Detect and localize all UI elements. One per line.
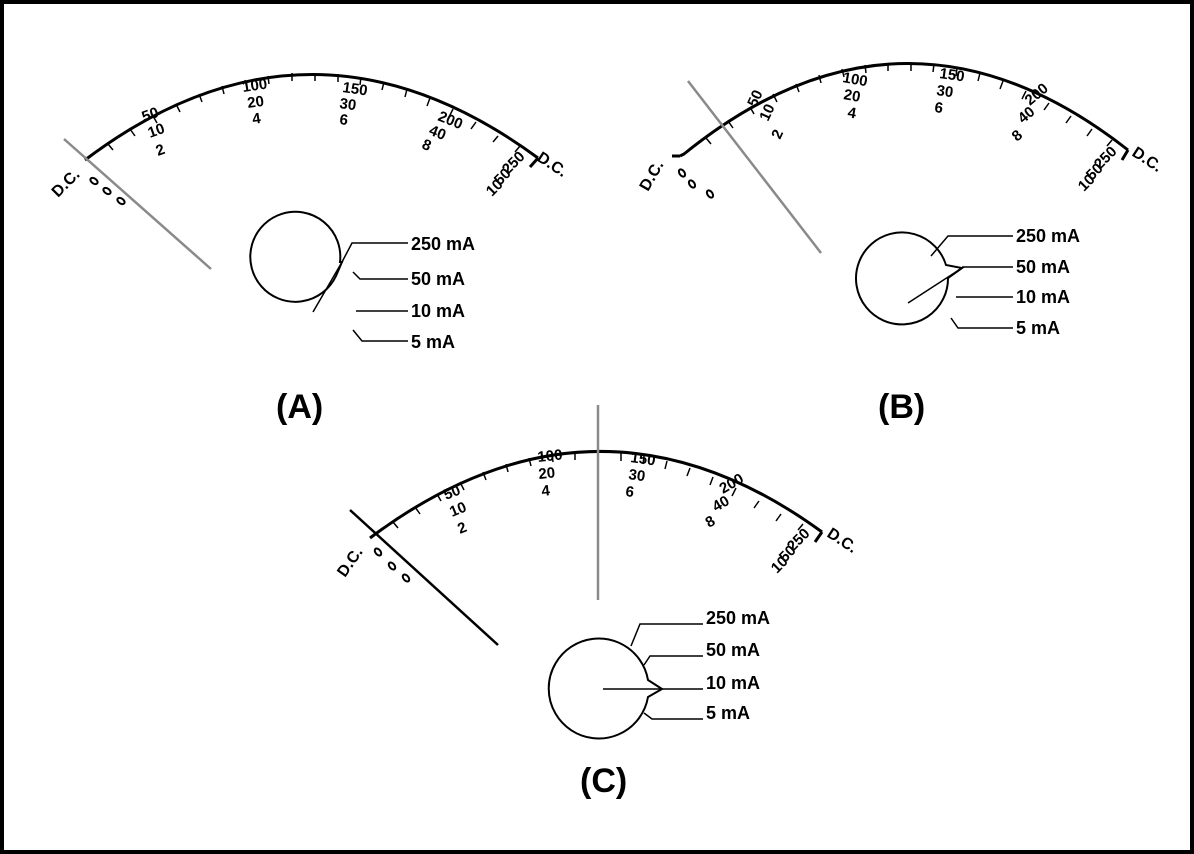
meter-c-scale-label: 10 (447, 499, 469, 521)
meter-b-ticks (705, 63, 1113, 147)
meter-a-scale-label: 100 (241, 76, 268, 96)
meter-a-scale-label: 6 (338, 111, 349, 129)
meter-a-range-label: 250 mA (411, 234, 475, 254)
meter-b-switch-indicator (907, 267, 963, 304)
meter-a-scale-label: 50 (140, 104, 161, 126)
meter-a-scale-label: 40 (427, 122, 449, 144)
meter-c-range-label: 250 mA (706, 608, 770, 628)
meter-a-range-label: 50 mA (411, 269, 465, 289)
meter-c-right-end (813, 531, 824, 543)
meter-c-scale-label: 150 (629, 449, 656, 469)
meter-b-right-end (1120, 149, 1130, 161)
meter-c-scale-label: 100 (537, 446, 564, 466)
meter-b-range-switch[interactable] (855, 231, 965, 326)
meter-a-range-label: 10 mA (411, 301, 465, 321)
meter-b-scale-label: 30 (935, 82, 954, 101)
meter-a-scale-label: 150 (341, 79, 368, 99)
meter-b-scale-label: 6 (933, 99, 944, 117)
meter-a-scale-arc (84, 73, 539, 162)
meter-c-scale-label: 50 (441, 482, 463, 504)
meter-a-scale-label: 4 (251, 110, 262, 128)
meter-a-scale-label: 30 (338, 95, 357, 114)
meter-b-scale-label: 10 (756, 101, 778, 123)
meter-c-scale-label: 40 (710, 492, 733, 515)
meter-b-switch-body[interactable] (855, 231, 965, 326)
meter-c-scale-label: 4 (541, 482, 552, 500)
meter-a-switch-body[interactable] (249, 210, 344, 303)
meter-c-scale-label: 6 (624, 483, 635, 501)
meter-b-scale-label: 4 (846, 104, 858, 122)
meter-c-pointer-left (349, 509, 499, 646)
meter-c-scale-label: 30 (627, 466, 646, 485)
meter-a-range-switch[interactable] (249, 210, 344, 313)
meter-a-pointer (63, 138, 212, 270)
meter-b-range-leaders (930, 235, 1013, 329)
meter-c-scale-label: 20 (538, 464, 556, 483)
meter-c-range-label: 5 mA (706, 703, 750, 723)
meter-c-range-switch[interactable] (547, 637, 664, 740)
meter-c-caption: (C) (580, 762, 627, 800)
meter-a-switch-indicator (312, 261, 343, 313)
meter-b-range-label: 5 mA (1016, 318, 1060, 338)
meter-a-range-label: 5 mA (411, 332, 455, 352)
meter-b-scale-label: 100 (841, 69, 869, 90)
meter-b-range-label: 250 mA (1016, 226, 1080, 246)
meter-c-scale-arc (369, 450, 823, 540)
meter-c-zero-marks (373, 547, 411, 583)
meter-a-range-leaders (341, 242, 408, 342)
meter-a-caption: (A) (276, 388, 323, 426)
meter-a-scale-label: 10 (146, 120, 167, 142)
meter-b-range-label: 10 mA (1016, 287, 1070, 307)
meter-b-scale-label: 50 (744, 87, 766, 109)
meter-b-caption: (B) (878, 388, 925, 426)
meter-a-right-end (528, 157, 540, 168)
meter-c-range-label: 50 mA (706, 640, 760, 660)
meter-a: D.C. D.C. 50 10 2 100 20 4 150 30 6 200 … (49, 73, 570, 426)
meter-a-zero-marks (89, 176, 126, 206)
meter-b-zero-marks (677, 168, 715, 199)
meter-a-scale-label: 20 (246, 93, 265, 112)
meter-a-ticks (107, 73, 521, 153)
meter-b-range-label: 50 mA (1016, 257, 1070, 277)
meter-b-pointer (687, 80, 822, 254)
meter-c-range-label: 10 mA (706, 673, 760, 693)
meter-b-scale-label: 150 (938, 65, 965, 85)
meter-c-range-leaders (630, 623, 703, 720)
meter-b-scale-label: 20 (842, 86, 861, 106)
